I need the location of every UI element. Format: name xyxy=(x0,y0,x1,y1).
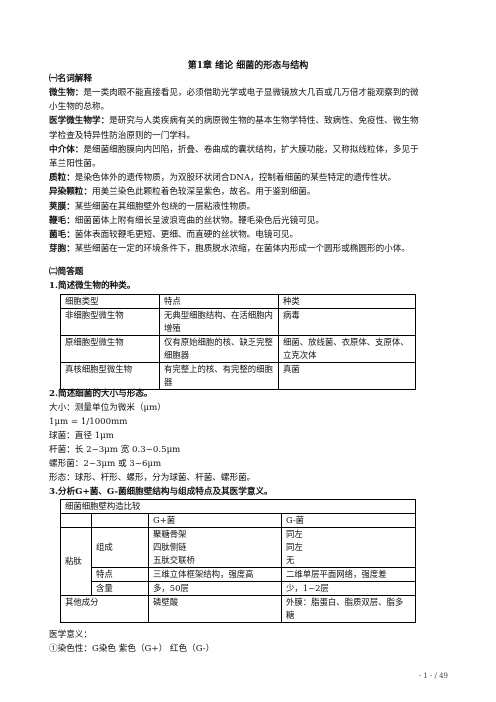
table-caption: 细菌细胞壁构造比较 xyxy=(60,499,416,514)
definition-term: 鞭毛： xyxy=(49,215,75,226)
definition-term: 医学微生物学： xyxy=(49,116,110,127)
section-heading: ㈡简答题 xyxy=(49,267,84,277)
table-cell: 原细胞型微生物 xyxy=(60,335,160,363)
table-cell: 组成 xyxy=(91,527,149,568)
cell-line: 五肽交联桥 xyxy=(153,555,195,565)
page-number: - 1 - / 49 xyxy=(418,672,448,680)
definition-term: 荚膜： xyxy=(49,201,75,212)
definition-text: 菌体表面较鞭毛更短、更细、而直硬的丝状物。电镜可见。 xyxy=(74,230,299,241)
definition-text: 是研究与人类疾病有关的病原微生物的基本生物学特性、致病性、免疫性、微生物学检查及… xyxy=(49,116,419,141)
definition-term: 芽胞： xyxy=(49,244,75,255)
definition-text: 某些细菌在一定的环境条件下，胞质脱水浓缩，在菌体内形成一个圆形或椭圆形的小体。 xyxy=(74,244,410,255)
definition-text: 用美兰染色此颗粒着色较深呈紫色，故名。用于鉴别细菌。 xyxy=(91,187,316,198)
cell-line: 同左 xyxy=(286,542,303,552)
cell-wall-comparison-table: 细菌细胞壁构造比较 G+菌 G-菌 粘肽 组成 聚糖骨架 四肽侧链 五肽交联桥 … xyxy=(60,499,416,623)
significance-title: 医学意义： xyxy=(49,630,92,640)
definition-term: 中介体： xyxy=(49,144,84,155)
table-cell: 磷壁酸 xyxy=(148,595,282,623)
cell-line: 聚糖骨架 xyxy=(153,529,187,539)
answer-line: 球菌：直径 1μm xyxy=(49,431,114,441)
answer-line: 螺形菌：2~3μm 或 3~6μm xyxy=(49,459,162,469)
table-cell: 粘肽 xyxy=(60,527,92,596)
table-cell: 非细胞型微生物 xyxy=(60,308,160,336)
definition-item: 中介体：是细菌细胞膜向内凹陷，折叠、卷曲成的囊状结构，扩大膜功能，又称拟线粒体，… xyxy=(49,143,424,171)
table-header-cell: 细胞类型 xyxy=(60,294,160,309)
definition-text: 是一类肉眼不能直接看见，必须借助光学或电子显微镜放大几百或几万倍才能观察到的微小… xyxy=(49,88,419,113)
section-heading: ㈠名词解释 xyxy=(49,74,92,84)
table-row: 特点 三维立体框架结构，强度高 二维单层平面网络，强度差 xyxy=(61,567,416,582)
table-row: 含量 多，50层 少，1~2层 xyxy=(61,581,416,596)
definitions-list: 微生物：是一类肉眼不能直接看见，必须借助光学或电子显微镜放大几百或几万倍才能观察… xyxy=(49,86,424,256)
table-header-cell: 种类 xyxy=(278,294,416,309)
table-row: 非细胞型微生物 无典型细胞结构、在活细胞内增殖 病毒 xyxy=(60,308,416,336)
table-cell: 仅有原始细胞的核、缺乏完整细胞器 xyxy=(159,335,279,363)
definition-item: 微生物：是一类肉眼不能直接看见，必须借助光学或电子显微镜放大几百或几万倍才能观察… xyxy=(49,86,424,114)
definition-item: 异染颗粒：用美兰染色此颗粒着色较深呈紫色，故名。用于鉴别细菌。 xyxy=(49,185,424,199)
table-cell: 少，1~2层 xyxy=(281,581,416,596)
table-cell: 外膜：脂蛋白、脂质双层、脂多糖 xyxy=(281,595,416,623)
microbe-types-table: 细胞类型 特点 种类 非细胞型微生物 无典型细胞结构、在活细胞内增殖 病毒 原细… xyxy=(60,294,416,390)
definition-term: 菌毛： xyxy=(49,230,75,241)
answer-line: 杆菌：长 2~3μm 宽 0.3~0.5μm xyxy=(49,445,181,455)
definition-item: 菌毛：菌体表面较鞭毛更短、更细、而直硬的丝状物。电镜可见。 xyxy=(49,228,424,242)
answer-line: 大小：测量单位为微米（μm） xyxy=(49,403,166,413)
table-row: 其他成分 磷壁酸 外膜：脂蛋白、脂质双层、脂多糖 xyxy=(60,595,416,623)
definition-item: 医学微生物学：是研究与人类疾病有关的病原微生物的基本生物学特性、致病性、免疫性、… xyxy=(49,114,424,142)
definition-text: 细菌菌体上附有细长呈波浪弯曲的丝状物。鞭毛染色后光镜可见。 xyxy=(74,215,325,226)
definition-term: 质粒： xyxy=(49,173,75,184)
definition-text: 是染色体外的遗传物质，为双股环状闭合DNA，控制着细菌的某些特定的遗传性状。 xyxy=(74,173,397,184)
table-cell: 含量 xyxy=(91,581,149,596)
table-cell: 同左 同左 无 xyxy=(281,527,416,568)
table-cell: 真核细胞型微生物 xyxy=(60,362,160,390)
definition-item: 质粒：是染色体外的遗传物质，为双股环状闭合DNA，控制着细菌的某些特定的遗传性状… xyxy=(49,171,424,185)
definition-item: 芽胞：某些细菌在一定的环境条件下，胞质脱水浓缩，在菌体内形成一个圆形或椭圆形的小… xyxy=(49,242,424,256)
table-cell: 无典型细胞结构、在活细胞内增殖 xyxy=(159,308,279,336)
definition-text: 是细菌细胞膜向内凹陷，折叠、卷曲成的囊状结构，扩大膜功能，又称拟线粒体，多见于革… xyxy=(49,144,419,170)
cell-line: 同左 xyxy=(286,529,303,539)
table-header-row: 细胞类型 特点 种类 xyxy=(60,294,416,309)
table-cell: 特点 xyxy=(91,567,149,582)
definition-text: 某些细菌在其细胞壁外包绕的一层粘液性物质。 xyxy=(74,201,256,212)
table-header-cell: G+菌 xyxy=(148,513,282,528)
table-header-cell: G-菌 xyxy=(281,513,416,528)
table-row: 原细胞型微生物 仅有原始细胞的核、缺乏完整细胞器 细菌、放线菌、衣原体、支原体、… xyxy=(60,335,416,363)
table-cell: 多，50层 xyxy=(148,581,282,596)
definition-item: 荚膜：某些细菌在其细胞壁外包绕的一层粘液性物质。 xyxy=(49,200,424,214)
page-title: 第1章 绪论 细菌的形态与结构 xyxy=(187,61,309,71)
table-cell: 病毒 xyxy=(278,308,416,336)
table-row: 真核细胞型微生物 有完整上的核、有完整的细胞器 真菌 xyxy=(60,362,416,390)
table-cell: 细菌、放线菌、衣原体、支原体、立克次体 xyxy=(278,335,416,363)
question-heading: 1.简述微生物的种类。 xyxy=(49,281,136,291)
table-cell: 聚糖骨架 四肽侧链 五肽交联桥 xyxy=(148,527,282,568)
table-cell: 真菌 xyxy=(278,362,416,390)
significance-item: ①染色性：G染色 紫色（G+） 红色（G-） xyxy=(49,644,215,654)
table-header-cell: 特点 xyxy=(159,294,279,309)
definition-term: 微生物： xyxy=(49,88,84,98)
answer-line: 1μm = 1/1000mm xyxy=(49,417,128,427)
answer-line: 形态：球形、杆形、螺形，分为球菌、杆菌、螺形菌。 xyxy=(49,473,256,483)
question-heading: 3.分析G+菌、G-菌细胞壁结构与组成特点及其医学意义。 xyxy=(49,487,273,497)
table-row: 粘肽 组成 聚糖骨架 四肽侧链 五肽交联桥 同左 同左 无 xyxy=(60,527,416,596)
cell-line: 四肽侧链 xyxy=(153,542,187,552)
table-cell: 其他成分 xyxy=(60,595,149,623)
definition-item: 鞭毛：细菌菌体上附有细长呈波浪弯曲的丝状物。鞭毛染色后光镜可见。 xyxy=(49,214,424,228)
table-cell: 有完整上的核、有完整的细胞器 xyxy=(159,362,279,390)
cell-line: 无 xyxy=(286,555,295,565)
definition-term: 异染颗粒： xyxy=(49,187,92,198)
table-cell: 三维立体框架结构，强度高 xyxy=(148,567,282,582)
table-cell: 二维单层平面网络，强度差 xyxy=(281,567,416,582)
question-heading: 2.简述细菌的大小与形态。 xyxy=(49,389,153,399)
table-caption-row: 细菌细胞壁构造比较 xyxy=(60,499,416,514)
table-header-row: G+菌 G-菌 xyxy=(60,513,416,528)
